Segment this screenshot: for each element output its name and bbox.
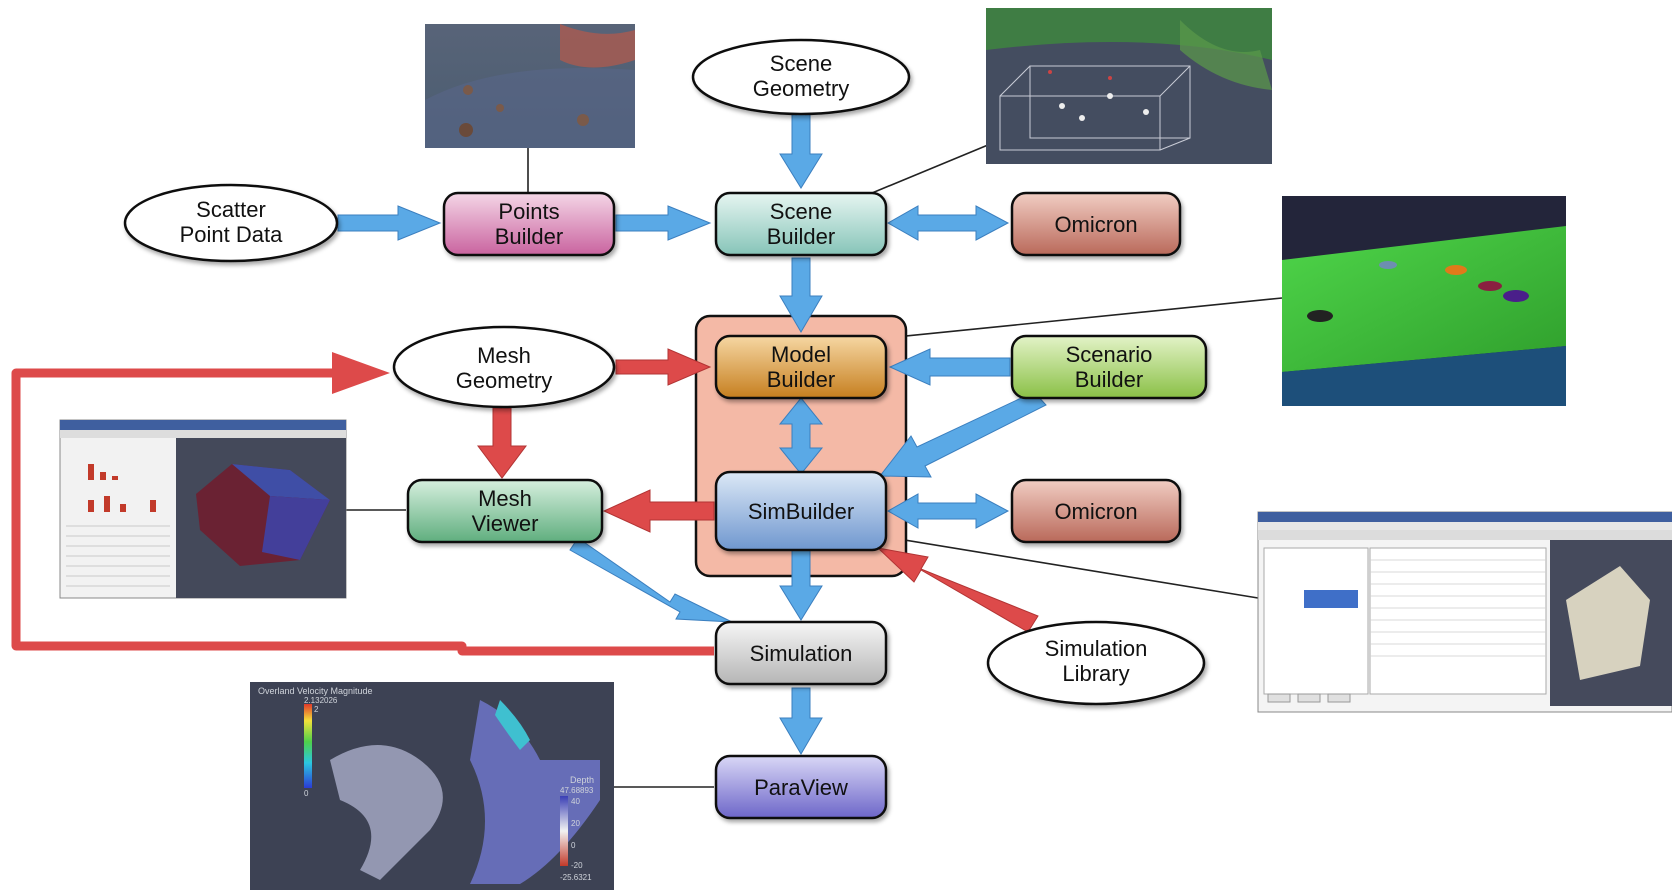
velocity-title: Overland Velocity Magnitude (258, 686, 373, 696)
colorbar-mid: 2 (314, 705, 319, 714)
arrow-scenario-simbuilder (878, 391, 1047, 478)
scenario-builder-line1: Scenario (1066, 342, 1153, 367)
arrow-sim-simulation (779, 549, 823, 621)
omicron-bottom-label: Omicron (1054, 499, 1137, 524)
node-omicron-bottom (1010, 478, 1182, 544)
connector-model-screenshot (885, 297, 1283, 339)
mesh-geometry-line1: Mesh (477, 343, 531, 368)
node-scenario-builder (1010, 334, 1208, 400)
node-scatter-point-data (123, 183, 339, 263)
connector-scene-screenshot (871, 139, 1001, 194)
arrow-library-sim (876, 547, 1039, 633)
scene-geometry-line1: Scene (770, 51, 832, 76)
points-builder-line2: Builder (495, 224, 563, 249)
depth-max: 47.68893 (560, 786, 594, 795)
depth-tick-2: 20 (571, 819, 580, 828)
arrow-simulation-paraview (779, 687, 823, 755)
node-simbuilder (714, 470, 888, 552)
connector-simbuilder-screenshot (885, 536, 1259, 599)
depth-tick-3: 0 (571, 841, 576, 850)
depth-colorbar (560, 796, 568, 866)
screenshot-points-cloud (425, 24, 635, 148)
arrow-scenario-model (888, 348, 1011, 386)
points-builder-line1: Points (498, 199, 559, 224)
node-mesh-geometry (392, 325, 616, 409)
scatter-line1: Scatter (196, 197, 266, 222)
arrow-points-scene (615, 205, 712, 241)
colorbar-bottom: 0 (304, 789, 309, 798)
node-mesh-viewer (406, 478, 604, 544)
screenshot-scene-wireframe (986, 8, 1272, 164)
screenshot-paraview-velocity: Overland Velocity Magnitude 2.132026 2 0… (250, 682, 614, 890)
mesh-viewer-line1: Mesh (478, 486, 532, 511)
depth-tick-4: -20 (571, 861, 583, 870)
arrow-sim-omicron (886, 493, 1010, 529)
velocity-colorbar (304, 704, 312, 788)
scene-builder-line1: Scene (770, 199, 832, 224)
blue-arrows (337, 111, 1047, 755)
node-simulation-library (986, 620, 1206, 706)
node-scene-geometry (691, 38, 911, 116)
simulation-label: Simulation (750, 641, 853, 666)
simulation-library-line1: Simulation (1045, 636, 1148, 661)
node-model-builder (714, 334, 888, 400)
connector-lines (346, 139, 1283, 788)
simbuilder-label: SimBuilder (748, 499, 854, 524)
node-omicron-top (1010, 191, 1182, 257)
arrow-scene-model (779, 257, 823, 333)
node-paraview (714, 754, 888, 820)
colorbar-top: 2.132026 (304, 696, 338, 705)
depth-tick-1: 40 (571, 797, 580, 806)
paraview-label: ParaView (754, 775, 848, 800)
arrow-meshviewer-simulation (569, 537, 733, 623)
mesh-viewer-line2: Viewer (472, 511, 539, 536)
model-builder-line1: Model (771, 342, 831, 367)
arrow-meshgeom-meshviewer (477, 407, 527, 479)
box-nodes (406, 191, 1208, 820)
arrow-scatter-points (337, 205, 442, 241)
scatter-line2: Point Data (180, 222, 283, 247)
arrow-meshgeom-model (615, 348, 712, 386)
screenshot-green-terrain (1282, 196, 1566, 406)
omicron-top-label: Omicron (1054, 212, 1137, 237)
arrow-sim-meshviewer (602, 489, 715, 533)
depth-min: -25.6321 (560, 873, 592, 882)
ellipse-nodes (123, 38, 1206, 706)
depth-label: Depth (570, 775, 594, 785)
mesh-geometry-line2: Geometry (456, 368, 553, 393)
screenshot-model-builder-app (1257, 511, 1672, 713)
model-builder-line2: Builder (767, 367, 835, 392)
scenario-builder-line2: Builder (1075, 367, 1143, 392)
simulation-feedback-loop (11, 368, 714, 656)
node-simulation (714, 620, 888, 686)
scene-geometry-line2: Geometry (753, 76, 850, 101)
arrow-scenegeom-scenebuilder (779, 111, 823, 189)
node-points-builder (442, 191, 616, 257)
red-arrows (477, 348, 1039, 633)
screenshot-mesh-viewer-app (59, 419, 347, 599)
simulation-library-line2: Library (1062, 661, 1129, 686)
arrow-scene-omicron (886, 205, 1010, 241)
scene-builder-line2: Builder (767, 224, 835, 249)
feedback-arrowhead (332, 352, 390, 394)
node-scene-builder (714, 191, 888, 257)
